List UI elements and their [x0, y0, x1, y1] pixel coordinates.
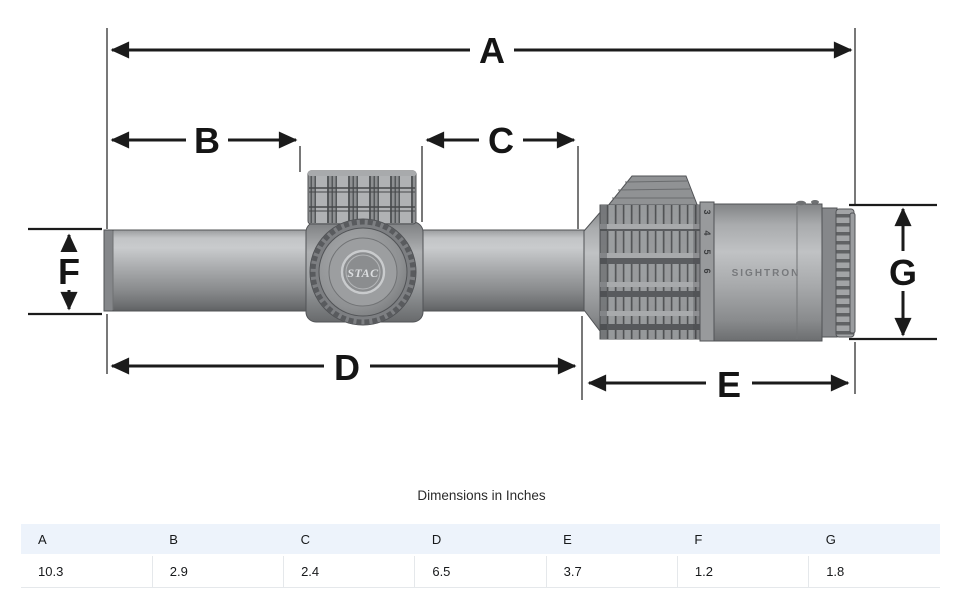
- dimension-label-d: D: [334, 347, 360, 388]
- dimension-c: C: [425, 120, 576, 161]
- scope-dimension-diagram: 3 4 5 6 SIGHTRON: [28, 28, 937, 405]
- dimension-g: G: [885, 207, 921, 337]
- power-ring-ridge: [600, 253, 700, 258]
- brand-marking-text: SIGHTRON: [732, 268, 801, 279]
- elevation-turret: [307, 170, 417, 225]
- eyepiece-collar: [821, 207, 838, 338]
- table-value-b: 2.9: [151, 555, 284, 588]
- power-ring-ridge: [600, 282, 700, 287]
- table-value-d: 6.5: [414, 555, 547, 588]
- table-value-g: 1.8: [808, 555, 940, 588]
- label-mask: [324, 347, 370, 385]
- table-header-b: B: [152, 524, 284, 556]
- scope-illustration: 3 4 5 6 SIGHTRON: [103, 170, 856, 342]
- eyepiece-screw: [796, 200, 806, 206]
- dimensions-table: A B C D E F G 10.3 2.9 2.4 6.5 3.7 1.2 1…: [21, 524, 940, 588]
- table-header-e: E: [546, 524, 678, 556]
- magnification-numbers: 3 4 5 6: [702, 209, 712, 273]
- power-number: 5: [702, 249, 712, 254]
- hump-groove: [624, 180, 688, 183]
- power-ring-ridge: [600, 311, 700, 316]
- eyepiece-screw: [811, 200, 819, 204]
- table-header-a: A: [21, 524, 153, 556]
- objective-end-cap: [103, 229, 114, 312]
- extension-lines: [106, 28, 856, 400]
- diopter-end-ring: [849, 212, 856, 334]
- measurement-ticks: [28, 203, 937, 341]
- dimension-annotations: A B C D: [28, 28, 937, 405]
- label-mask: [706, 364, 752, 402]
- power-ring-shade: [693, 205, 700, 339]
- power-number: 4: [702, 230, 712, 235]
- dimension-label-a: A: [479, 30, 505, 71]
- table-value-a: 10.3: [21, 555, 153, 588]
- power-ring-ridge: [600, 224, 700, 229]
- label-mask: [479, 121, 523, 159]
- dimension-label-f: F: [58, 251, 80, 292]
- label-mask: [186, 121, 228, 159]
- table-value-e: 3.7: [545, 555, 678, 588]
- table-header-row: A B C D E F G: [21, 524, 940, 556]
- dimension-f: F: [51, 233, 87, 311]
- table-value-row: 10.3 2.9 2.4 6.5 3.7 1.2 1.8: [21, 555, 940, 588]
- dimension-label-e: E: [717, 364, 741, 405]
- dimension-d: D: [110, 347, 577, 388]
- power-number: 6: [702, 268, 712, 273]
- power-number: 3: [702, 209, 712, 214]
- dimension-b: B: [110, 120, 298, 161]
- table-header-c: C: [283, 524, 415, 556]
- hump-groove: [617, 188, 691, 191]
- side-focus-knob: STAC: [309, 218, 417, 326]
- power-ring-shade: [600, 205, 607, 339]
- dimension-a: A: [110, 30, 853, 71]
- table-header-d: D: [414, 524, 547, 556]
- dimension-label-g: G: [889, 252, 917, 293]
- dimensions-caption: Dimensions in Inches: [417, 488, 546, 503]
- table-value-c: 2.4: [283, 555, 415, 588]
- label-mask: [470, 30, 514, 68]
- dimension-label-c: C: [488, 120, 514, 161]
- table-header-f: F: [677, 524, 809, 556]
- label-mask: [51, 252, 87, 290]
- dimension-e: E: [587, 364, 850, 405]
- label-mask: [885, 251, 921, 291]
- table-header-g: G: [808, 524, 940, 556]
- dimension-label-b: B: [194, 120, 220, 161]
- table-value-f: 1.2: [676, 555, 809, 588]
- stac-logo-text: STAC: [347, 266, 379, 280]
